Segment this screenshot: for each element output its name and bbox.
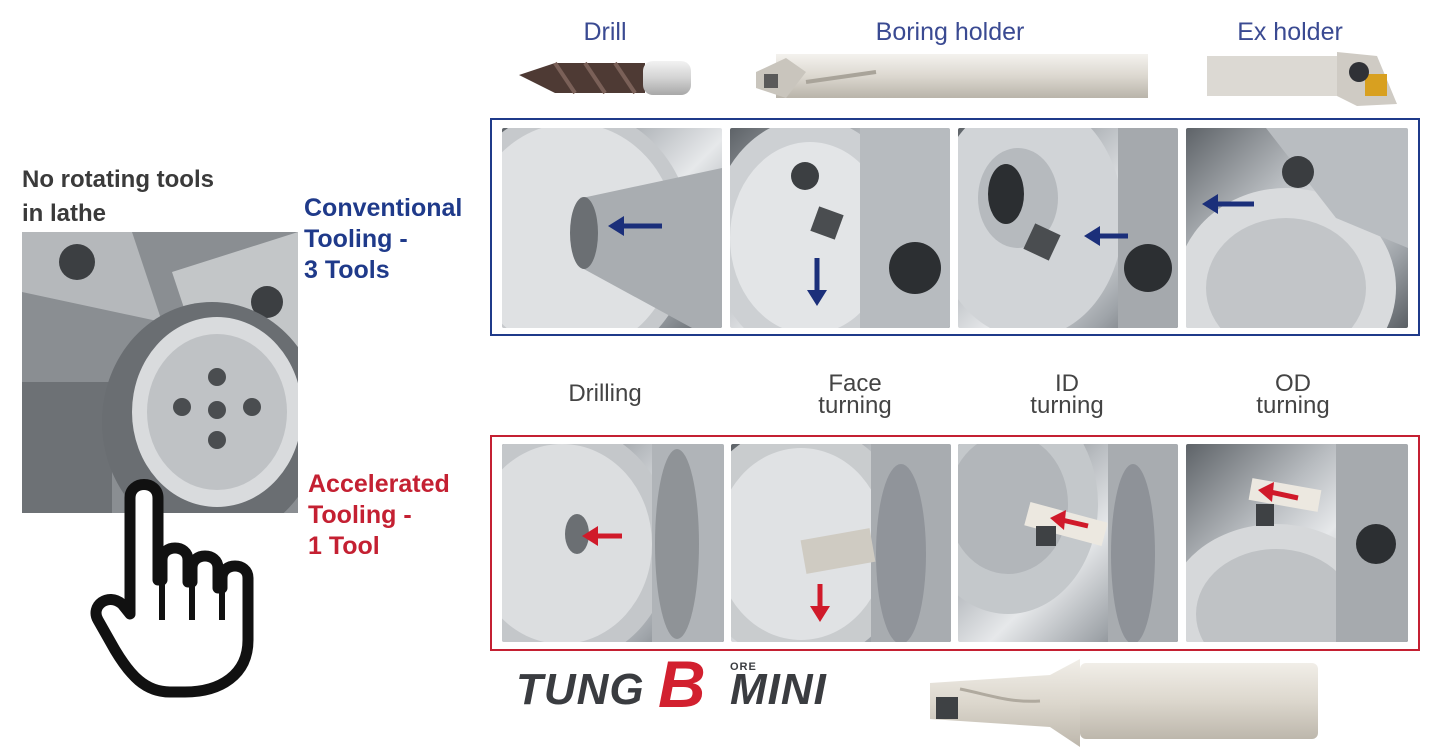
op-face-line2: turning — [818, 392, 892, 419]
logo-big-letter: B — [658, 647, 706, 721]
drill-icon — [519, 61, 691, 95]
conventional-line2: Tooling - — [304, 225, 408, 253]
conventional-photo-face-turning — [730, 128, 950, 328]
logo-suffix: MINI — [730, 665, 827, 714]
conventional-tooling-frame — [490, 118, 1420, 336]
conventional-photo-id-turning — [958, 128, 1178, 328]
accelerated-line1: Accelerated — [308, 470, 450, 498]
operation-label-drilling: Drilling — [530, 380, 680, 407]
accelerated-photo-id-turning — [958, 444, 1178, 642]
op-od-line1: OD — [1275, 370, 1311, 397]
accelerated-line3: 1 Tool — [308, 532, 380, 560]
operation-label-od-turning: OD turning — [1218, 370, 1368, 419]
tungbore-mini-tool-icon — [930, 659, 1318, 747]
operation-label-face-turning: Face turning — [780, 370, 930, 419]
boring-holder-icon — [756, 54, 1148, 98]
conventional-line1: Conventional — [304, 194, 463, 222]
conventional-photo-drilling — [502, 128, 722, 328]
op-id-line2: turning — [1030, 392, 1104, 419]
accelerated-photo-od-turning — [1186, 444, 1408, 642]
accelerated-line2: Tooling - — [308, 501, 412, 529]
left-panel-title: No rotating tools in lathe — [22, 163, 214, 231]
tool-label-boring-holder: Boring holder — [875, 18, 1025, 46]
hand-pointer-icon — [90, 479, 254, 698]
lathe-photo-drawing — [22, 232, 298, 513]
tool-label-ex-holder: Ex holder — [1237, 18, 1343, 46]
logo-small: ORE — [730, 661, 757, 673]
left-title-line2: in lathe — [22, 200, 107, 227]
conventional-line3: 3 Tools — [304, 256, 390, 284]
accelerated-tooling-label: Accelerated Tooling - 1 Tool — [308, 469, 450, 562]
conventional-tooling-label: Conventional Tooling - 3 Tools — [304, 193, 462, 286]
arrow-icon — [1269, 489, 1299, 501]
lathe-photo — [22, 232, 298, 513]
arrow-icon — [1061, 517, 1089, 529]
tool-label-drill: Drill — [583, 18, 627, 46]
conventional-photo-od-turning — [1186, 128, 1408, 328]
ex-holder-icon — [1207, 52, 1397, 106]
operation-label-id-turning: ID turning — [992, 370, 1142, 419]
accelerated-tooling-frame — [490, 435, 1420, 651]
tungbore-mini-logo: TUNG B ORE MINI — [516, 651, 896, 717]
op-face-line1: Face — [828, 370, 882, 397]
logo-prefix: TUNG — [516, 665, 645, 714]
op-drilling-line1: Drilling — [568, 380, 642, 407]
op-od-line2: turning — [1256, 392, 1330, 419]
accelerated-photo-face-turning — [731, 444, 951, 642]
op-id-line1: ID — [1055, 370, 1079, 397]
accelerated-photo-drilling — [502, 444, 724, 642]
left-title-line1: No rotating tools — [22, 166, 214, 193]
